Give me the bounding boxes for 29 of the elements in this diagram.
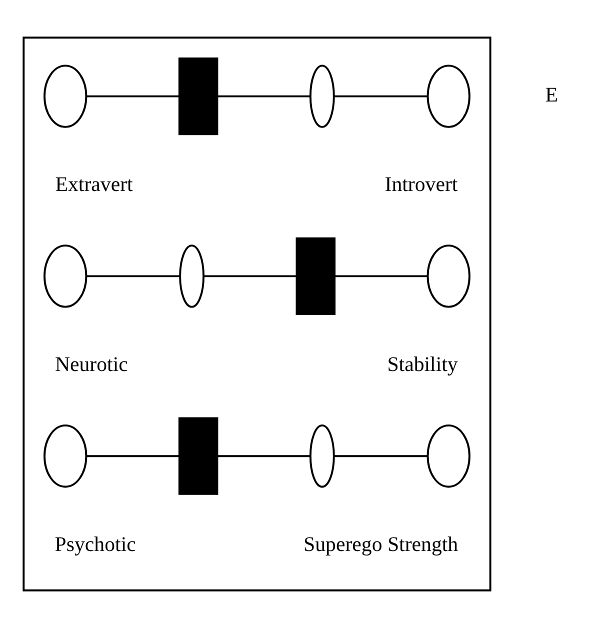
connector (86, 94, 180, 97)
node-ellipse (44, 64, 88, 128)
node-ellipse (426, 424, 470, 488)
connector (334, 274, 428, 277)
node-ellipse (426, 244, 470, 308)
node-ellipse (179, 244, 205, 308)
node-label: Extravert (55, 172, 133, 196)
connector (204, 274, 296, 277)
connector (334, 454, 428, 457)
node-ellipse (309, 424, 335, 488)
node-label: Superego Strength (304, 531, 458, 556)
node-label: Stability (387, 352, 458, 376)
cluster (22, 36, 492, 591)
node-ellipse (44, 424, 88, 488)
connector (86, 274, 180, 277)
node-ellipse (44, 244, 88, 308)
node-ellipse (309, 64, 335, 128)
node-bar (296, 236, 336, 314)
connector (86, 454, 180, 457)
connector (218, 454, 310, 457)
node-ellipse (426, 64, 470, 128)
node-bar (178, 57, 218, 135)
node-bar (178, 416, 218, 494)
label: E (545, 82, 558, 106)
node-label: Neurotic (54, 352, 128, 376)
connector (218, 94, 310, 97)
connector (334, 94, 428, 97)
node-label: Introvert (384, 172, 458, 196)
node-label: Psychotic (54, 531, 136, 556)
